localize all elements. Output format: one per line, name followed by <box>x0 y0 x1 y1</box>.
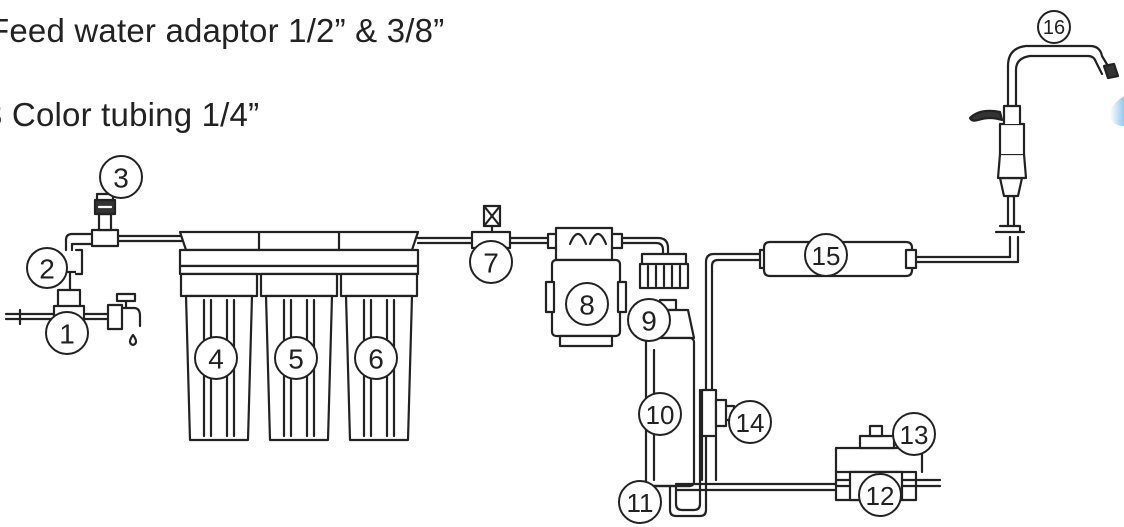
caption-feed-water-adaptor: Feed water adaptor 1/2” & 3/8” <box>0 12 445 49</box>
callout-5-label: 5 <box>288 344 304 375</box>
membrane-cap <box>638 252 690 290</box>
callout-15-label: 15 <box>812 241 841 271</box>
callout-9-label: 9 <box>641 306 657 337</box>
callout-10-label: 10 <box>646 400 675 430</box>
callout-15-circle <box>804 233 848 277</box>
check-valve <box>700 388 736 482</box>
callout-14-label: 14 <box>736 408 765 438</box>
callout-5-circle <box>274 336 318 380</box>
callout-8-label: 8 <box>579 290 595 321</box>
callout-3-circle <box>99 155 143 199</box>
callout-14-circle <box>728 400 772 444</box>
callout-6-circle <box>354 336 398 380</box>
inlet-tubing <box>64 232 184 252</box>
callout-11-circle <box>618 480 662 524</box>
filter-manifold <box>178 230 420 276</box>
callout-16-circle <box>1037 10 1071 44</box>
callout-2-label: 2 <box>39 254 55 285</box>
callout-2-circle <box>26 247 68 289</box>
callout-8-circle <box>565 282 609 326</box>
callout-9-circle <box>627 298 671 342</box>
tee-connector <box>90 192 120 248</box>
callout-4-label: 4 <box>208 344 224 375</box>
faucet-icon <box>968 44 1120 264</box>
callout-12-circle <box>858 473 902 517</box>
caption-color-tubing: 3 Color tubing 1/4” <box>0 96 260 133</box>
callout-1-label: 1 <box>59 319 75 350</box>
water-drop-icon <box>1109 96 1124 126</box>
callout-3-label: 3 <box>113 163 129 194</box>
tubing-to-membrane <box>620 236 670 256</box>
post-carbon-filter <box>758 240 1020 278</box>
callout-13-circle <box>892 412 936 456</box>
tubing-to-pump <box>416 236 550 245</box>
drain-saddle <box>834 424 924 474</box>
callout-1-circle <box>45 311 89 355</box>
callout-13-label: 13 <box>900 420 929 450</box>
callout-7-label: 7 <box>483 248 499 279</box>
callout-6-label: 6 <box>368 344 384 375</box>
product-tubing <box>704 252 766 392</box>
callout-4-circle <box>194 336 238 380</box>
supply-faucet-icon <box>106 292 142 347</box>
callout-7-circle <box>469 240 513 284</box>
callout-11-label: 11 <box>627 488 654 518</box>
drain-tubing-loop <box>668 388 868 518</box>
callout-12-label: 12 <box>866 481 895 511</box>
callout-16-label: 16 <box>1043 17 1065 39</box>
callout-10-circle <box>638 392 682 436</box>
